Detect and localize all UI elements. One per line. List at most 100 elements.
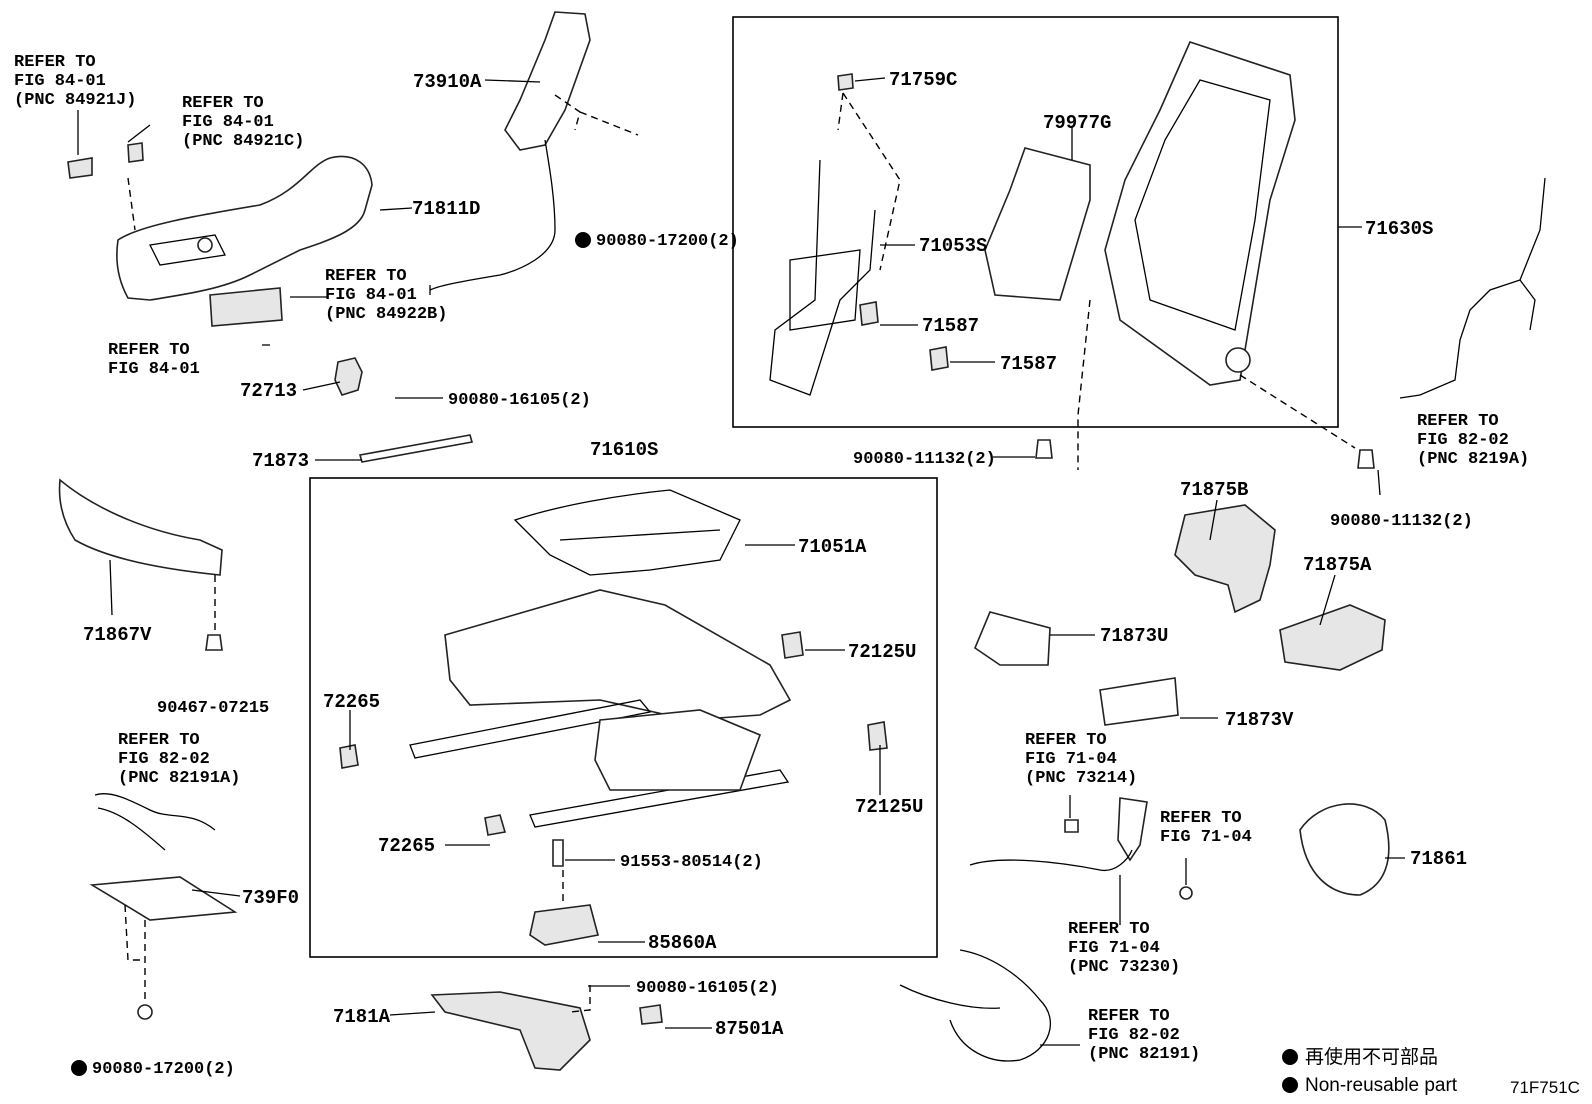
- figure-code: 71F751C: [1510, 1078, 1580, 1097]
- svg-text:REFER TO: REFER TO: [325, 267, 407, 286]
- svg-text:(PNC 84922B): (PNC 84922B): [325, 305, 447, 324]
- svg-text:REFER TO: REFER TO: [118, 731, 200, 750]
- part-84921J-sketch: [67, 157, 93, 179]
- part-73230-harness-sketch: [969, 849, 1133, 872]
- svg-text:FIG 71-04: FIG 71-04: [1160, 828, 1252, 847]
- dashed-leaders: [124, 92, 1356, 1013]
- label-71875A: 71875A: [1303, 554, 1372, 576]
- label-739F0: 739F0: [242, 887, 299, 909]
- part-91553-bolt-sketch: [552, 839, 564, 867]
- svg-text:FIG 84-01: FIG 84-01: [325, 286, 417, 305]
- part-84921C-sketch: [127, 142, 144, 163]
- svg-text:REFER TO: REFER TO: [1088, 1007, 1170, 1026]
- svg-text:(PNC 73214): (PNC 73214): [1025, 769, 1137, 788]
- part-72125U-upper-sketch: [781, 631, 804, 659]
- svg-text:(PNC 84921C): (PNC 84921C): [182, 132, 304, 151]
- fastener-90080-16105-top: 90080-16105(2): [448, 391, 591, 410]
- label-71630S: 71630S: [1365, 218, 1433, 240]
- label-71610S: 71610S: [590, 439, 658, 461]
- part-8219A-harness-sketch: [1399, 177, 1546, 399]
- label-71811D: 71811D: [412, 198, 480, 220]
- label-71051A: 71051A: [798, 536, 867, 558]
- part-71630S-sketch: [1104, 41, 1296, 386]
- part-72265-upper-sketch: [339, 744, 359, 769]
- svg-text:(PNC 73230): (PNC 73230): [1068, 958, 1180, 977]
- label-71873V: 71873V: [1225, 709, 1294, 731]
- part-90467-07215-sketch: [205, 634, 223, 651]
- part-79977G-sketch: [984, 147, 1091, 301]
- label-71053S: 71053S: [919, 235, 987, 257]
- label-71587-lower: 71587: [1000, 353, 1057, 375]
- svg-text:(PNC 84921J): (PNC 84921J): [14, 91, 136, 110]
- refer-8219A: REFER TO FIG 82-02 (PNC 8219A): [1417, 412, 1529, 469]
- refer-73230: REFER TO FIG 71-04 (PNC 73230): [1068, 920, 1180, 977]
- seat-track-group-box: [309, 477, 938, 958]
- part-71-04-nut-sketch: [1179, 886, 1193, 900]
- part-7181A-sketch: [430, 991, 591, 1071]
- label-71875B: 71875B: [1180, 479, 1248, 501]
- part-71875A-sketch: [1279, 604, 1386, 671]
- part-71875B-sketch: [1174, 504, 1276, 614]
- part-71051A-sketch: [513, 489, 741, 576]
- part-71811D-sketch: [116, 155, 373, 327]
- part-73214-clip-sketch: [1064, 819, 1079, 833]
- label-79977G: 79977G: [1043, 112, 1111, 134]
- label-87501A: 87501A: [715, 1018, 784, 1040]
- part-71873-sketch: [358, 434, 474, 463]
- svg-text:REFER TO: REFER TO: [1068, 920, 1150, 939]
- refer-84921C: REFER TO FIG 84-01 (PNC 84921C): [182, 94, 304, 151]
- legend-text-jp: 再使用不可部品: [1305, 1046, 1438, 1068]
- part-71587-lower-sketch: [929, 346, 949, 371]
- part-90080-11132-left-sketch: [1035, 439, 1053, 459]
- svg-text:REFER TO: REFER TO: [14, 53, 96, 72]
- part-90080-11132-right-sketch: [1357, 449, 1375, 469]
- part-739F0-sketch: [89, 876, 238, 921]
- label-72125U-lower: 72125U: [855, 796, 923, 818]
- part-71587-upper-sketch: [859, 301, 879, 326]
- svg-text:(PNC 8219A): (PNC 8219A): [1417, 450, 1529, 469]
- refer-82191: REFER TO FIG 82-02 (PNC 82191): [1088, 1007, 1200, 1064]
- part-90080-17200-nut-sketch: [137, 1004, 153, 1020]
- refer-84922B: REFER TO FIG 84-01 (PNC 84922B): [325, 267, 447, 324]
- svg-text:REFER TO: REFER TO: [108, 341, 190, 360]
- svg-text:FIG 84-01: FIG 84-01: [182, 113, 274, 132]
- part-72713-sketch: [334, 357, 363, 396]
- label-71759C: 71759C: [889, 69, 957, 91]
- part-85860A-sketch: [529, 904, 599, 946]
- part-71873V-sketch: [1099, 677, 1179, 726]
- label-71861: 71861: [1410, 848, 1467, 870]
- callout-leaders: [77, 77, 1405, 1046]
- part-72265-lower-sketch: [484, 814, 507, 836]
- part-72125U-lower-sketch: [867, 721, 888, 751]
- legend-text-en: Non-reusable part: [1305, 1075, 1458, 1096]
- label-85860A: 85860A: [648, 932, 717, 954]
- fastener-91553-80514: 91553-80514(2): [620, 853, 763, 872]
- seatback-frame-group-box: [732, 16, 1339, 428]
- part-71873U-sketch: [974, 611, 1051, 666]
- refer-fig-71-04: REFER TO FIG 71-04: [1160, 809, 1252, 847]
- svg-text:REFER TO: REFER TO: [1417, 412, 1499, 431]
- part-73910A-sketch: [429, 11, 591, 295]
- non-reusable-marker: [71, 1060, 87, 1076]
- label-71873U: 71873U: [1100, 625, 1168, 647]
- refer-84921J: REFER TO FIG 84-01 (PNC 84921J): [14, 53, 136, 110]
- fastener-90467-07215: 90467-07215: [157, 699, 269, 718]
- svg-text:FIG 84-01: FIG 84-01: [108, 360, 200, 379]
- label-72265-lower: 72265: [378, 835, 435, 857]
- svg-text:REFER TO: REFER TO: [1025, 731, 1107, 750]
- label-71873: 71873: [252, 450, 309, 472]
- part-71610S-frame-sketch: [409, 589, 792, 828]
- label-72125U-upper: 72125U: [848, 641, 916, 663]
- part-71861-sketch: [1299, 803, 1390, 896]
- label-71867V: 71867V: [83, 624, 152, 646]
- legend-marker-en: [1282, 1077, 1298, 1093]
- svg-text:(PNC 82191A): (PNC 82191A): [118, 769, 240, 788]
- label-7181A: 7181A: [333, 1006, 391, 1028]
- svg-text:FIG 71-04: FIG 71-04: [1025, 750, 1117, 769]
- part-87501A-sketch: [639, 1004, 663, 1025]
- label-72713: 72713: [240, 380, 297, 402]
- part-71053S-sketch: [769, 159, 876, 396]
- refer-fig-84-01: REFER TO FIG 84-01: [108, 341, 200, 379]
